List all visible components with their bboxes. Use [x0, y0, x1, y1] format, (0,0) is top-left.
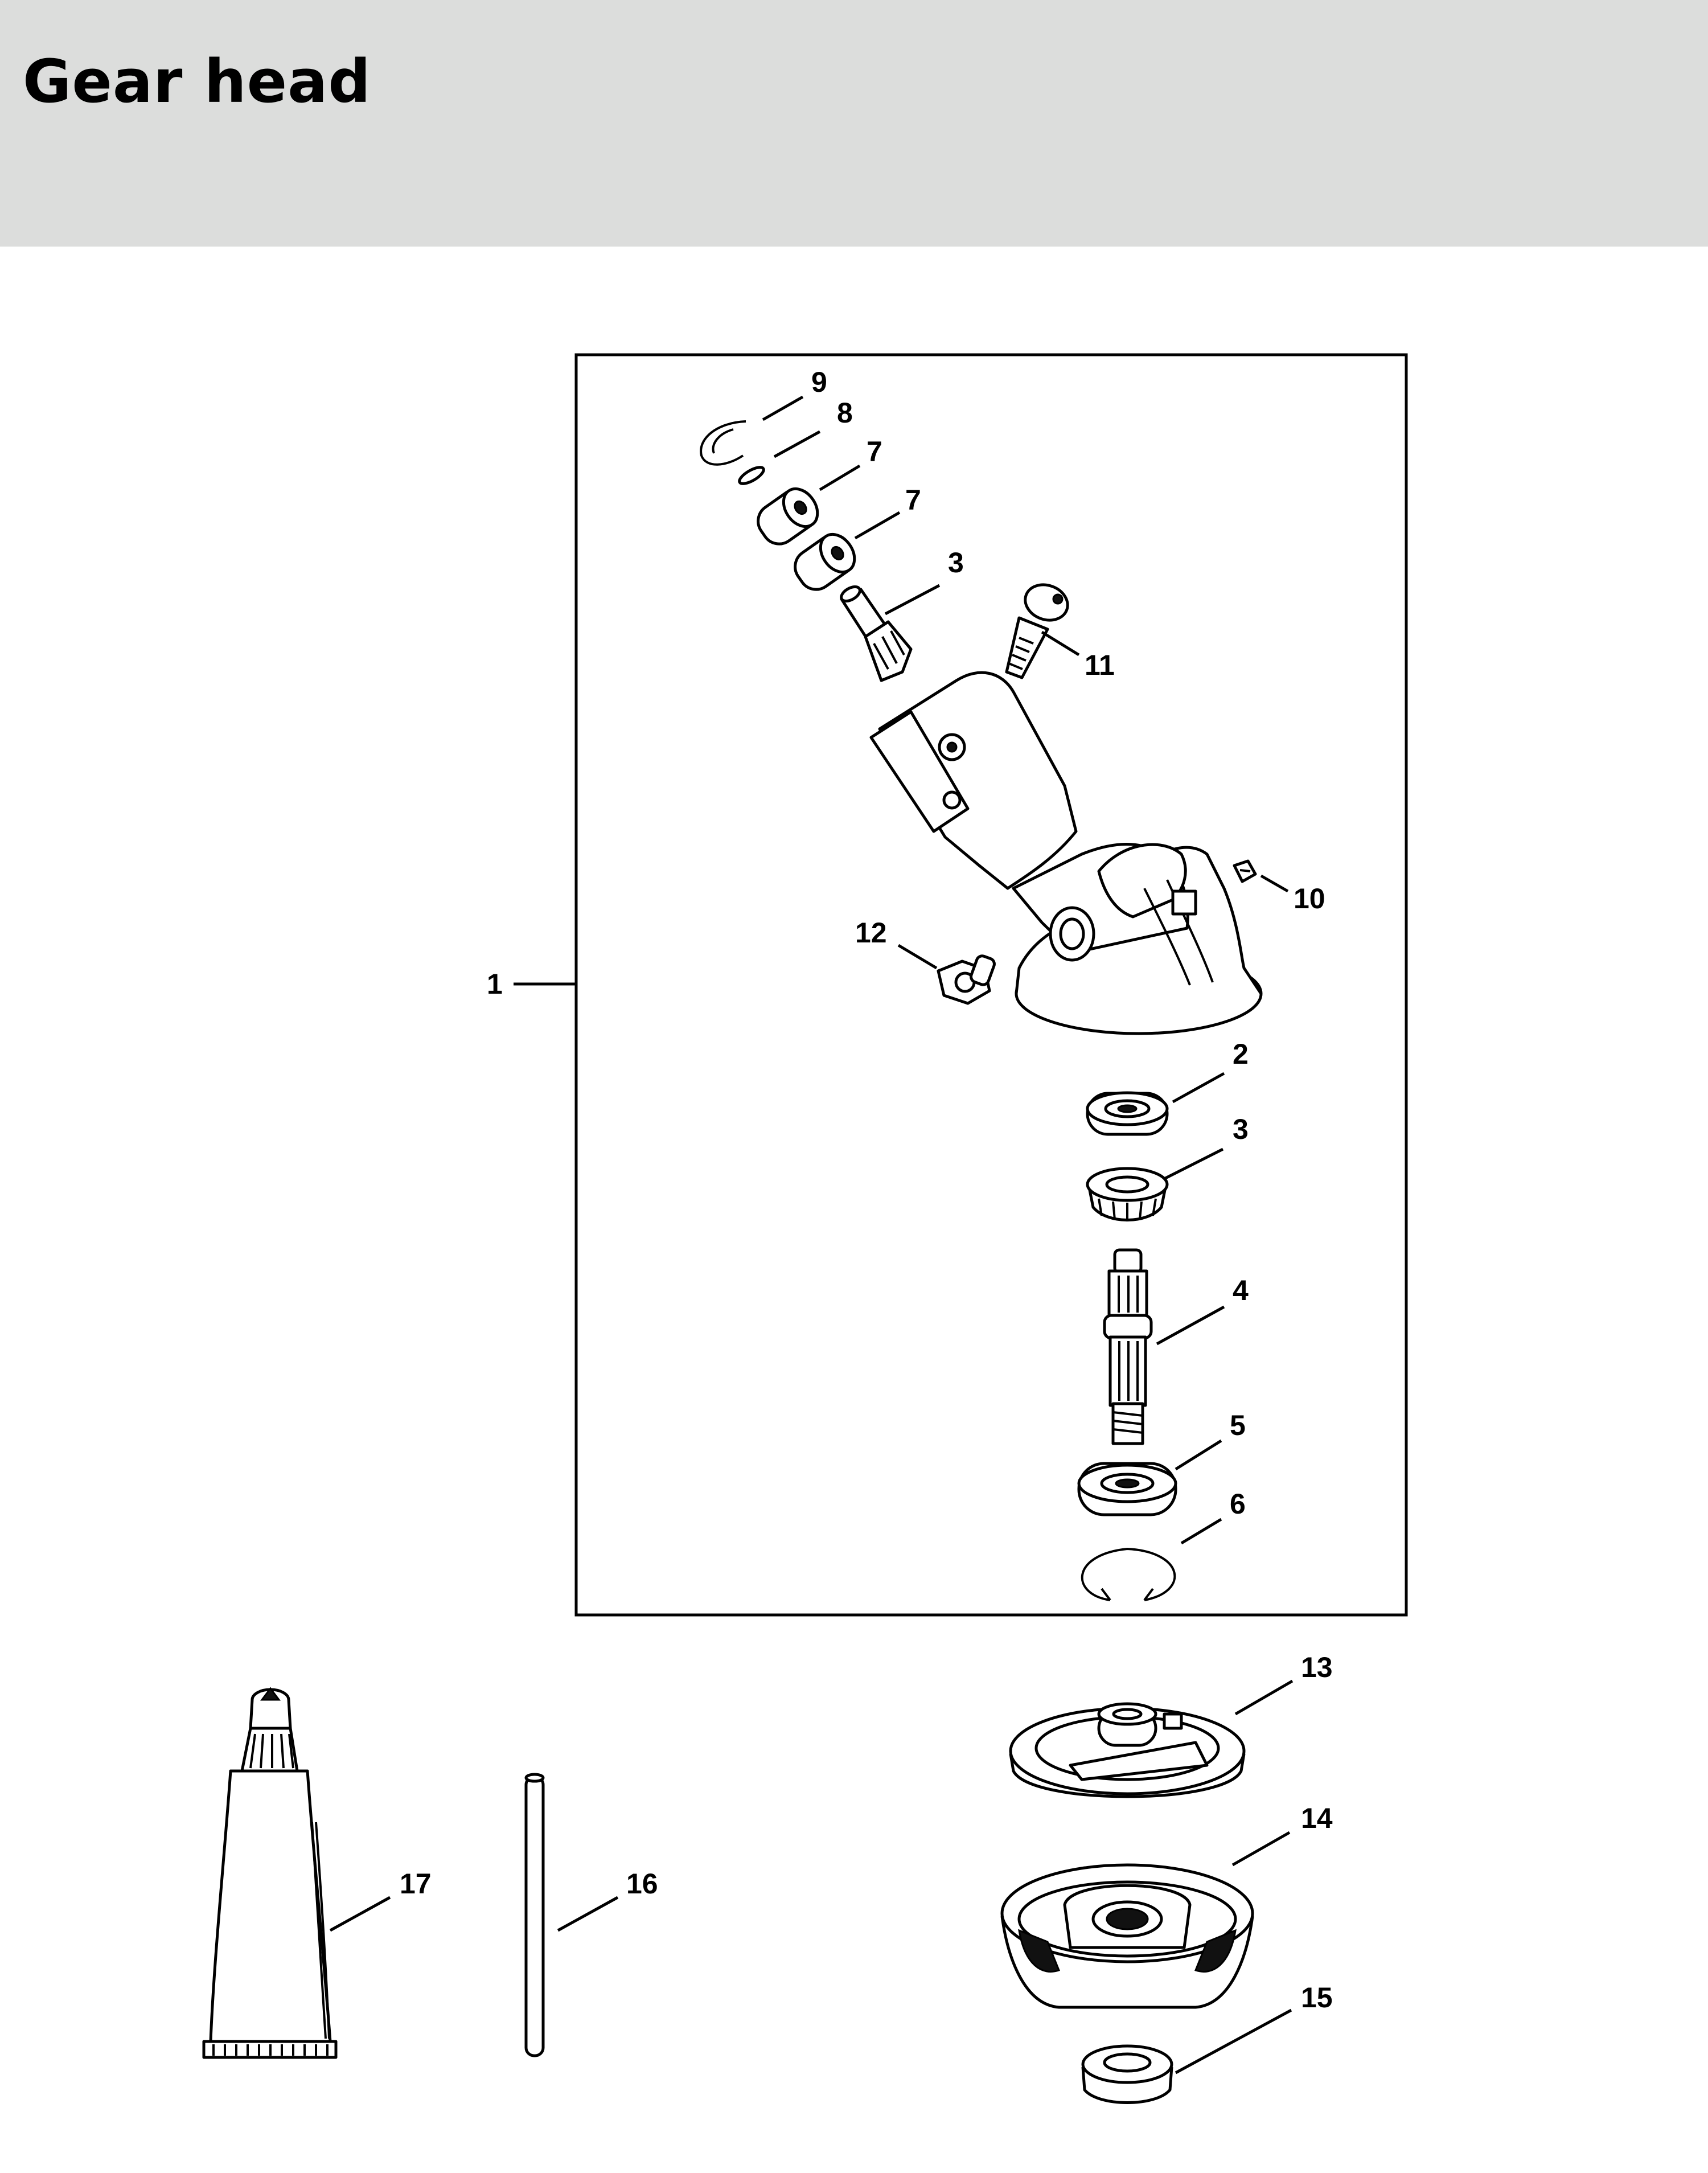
part-protective-cup [1000, 1863, 1254, 2009]
part-circlip-small [700, 420, 746, 466]
part-ring [738, 466, 765, 485]
callout-7-upper: 7 [867, 436, 882, 468]
callout-3-bevel: 3 [1233, 1113, 1249, 1145]
callout-9: 9 [811, 366, 827, 398]
part-plug [937, 954, 996, 1005]
part-spline-shaft [1103, 1248, 1153, 1445]
part-bearing-upper [757, 487, 819, 546]
part-nut [1081, 2044, 1173, 2104]
callout-11: 11 [1085, 649, 1115, 681]
page-title: Gear head [23, 47, 371, 116]
callout-8: 8 [837, 397, 853, 429]
part-bevel-gear [1086, 1167, 1169, 1221]
part-bearing-5 [1077, 1462, 1177, 1516]
callout-5: 5 [1230, 1409, 1246, 1441]
callout-16: 16 [626, 1868, 658, 1900]
part-bearing-lower [794, 532, 856, 591]
callout-2: 2 [1233, 1038, 1249, 1070]
part-clip [1233, 859, 1257, 883]
callout-4: 4 [1233, 1274, 1249, 1306]
part-circlip-large [1081, 1547, 1176, 1601]
callout-3-pinion: 3 [948, 547, 964, 579]
leader-lines [329, 395, 1294, 2074]
part-thrust-plate [1009, 1702, 1246, 1798]
callout-6: 6 [1230, 1488, 1246, 1520]
part-pinion-gear [840, 585, 913, 682]
part-bearing-2 [1086, 1091, 1169, 1136]
part-grease-tube [202, 1687, 338, 2059]
header-band: Gear head [0, 0, 1708, 247]
part-gear-housing [869, 671, 1263, 1035]
callout-13: 13 [1301, 1651, 1333, 1683]
assembly-frame [574, 353, 1408, 1617]
callout-labels: 1 2 3 3 4 5 6 7 7 8 9 10 11 12 13 14 15 … [400, 366, 1333, 2014]
callout-1: 1 [487, 968, 503, 1000]
part-screw [1005, 583, 1069, 679]
callout-17: 17 [400, 1868, 432, 1900]
callout-10: 10 [1294, 883, 1325, 915]
part-locking-rod [524, 1773, 545, 2057]
callout-14: 14 [1301, 1802, 1333, 1834]
callout-15: 15 [1301, 1982, 1333, 2014]
callout-12: 12 [855, 917, 887, 949]
callout-7-lower: 7 [905, 484, 921, 516]
